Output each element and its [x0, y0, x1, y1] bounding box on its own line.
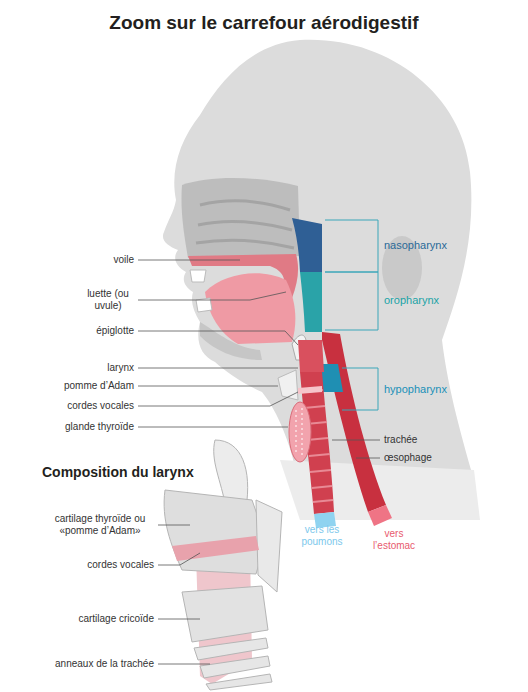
oropharynx-region	[300, 272, 322, 332]
thyroid-gland	[289, 402, 311, 462]
inset-thyroid-cartilage	[164, 490, 266, 574]
label-text: voile	[113, 254, 134, 266]
jaw-bone	[200, 322, 262, 360]
inset-cricoid	[182, 586, 268, 642]
label-text: épiglotte	[96, 325, 134, 337]
label-text: glande thyroïde	[65, 421, 134, 433]
label-text: cordes vocales	[87, 559, 154, 571]
label-text: cartilage thyroïde ou «pomme d’Adam»	[47, 513, 153, 537]
label-text: luette (ou uvule)	[80, 288, 136, 312]
label-text: œsophage	[384, 452, 432, 464]
label-text: larynx	[107, 362, 134, 374]
leader-line	[138, 260, 380, 458]
stomach-arrow-tip	[368, 505, 392, 526]
label-text: anneaux de la trachée	[55, 658, 154, 670]
label-text: oropharynx	[384, 294, 439, 307]
nasopharynx-region	[292, 218, 322, 272]
label-text: cordes vocales	[67, 400, 134, 412]
nasal-turbinates	[196, 201, 294, 248]
inset-vocal-cords	[172, 536, 259, 561]
title: Zoom sur le carrefour aérodigestif	[109, 12, 418, 35]
inset-side-cartilage	[256, 500, 282, 592]
nasal-cavity	[181, 178, 300, 258]
teeth	[190, 270, 212, 312]
label-text: pomme d’Adam	[64, 380, 134, 392]
label-text: nasopharynx	[384, 239, 447, 252]
bracket	[325, 220, 378, 272]
bracket	[325, 272, 378, 330]
label-text: cartilage cricoïde	[78, 613, 154, 625]
bracket	[342, 368, 378, 410]
vocal-cords	[298, 386, 322, 394]
tongue	[205, 273, 295, 344]
thyroid-texture	[296, 408, 302, 456]
subheading: Composition du larynx	[42, 464, 194, 481]
larynx	[298, 340, 324, 372]
label-text: vers les poumons	[292, 524, 352, 548]
leader-line	[158, 525, 210, 664]
adam-apple	[278, 370, 298, 400]
label-text: hypopharynx	[384, 383, 447, 396]
label-text: trachée	[384, 434, 417, 446]
label-text: vers l’estomac	[369, 528, 419, 552]
